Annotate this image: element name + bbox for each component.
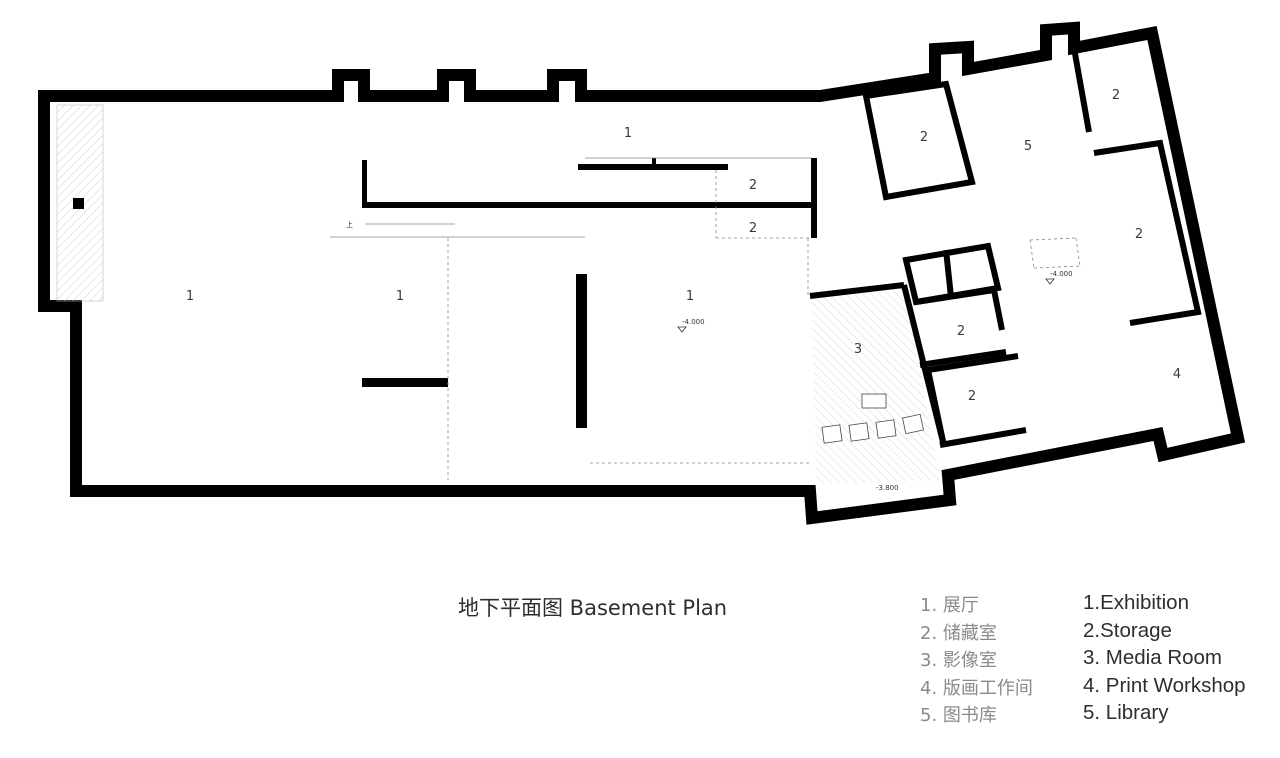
thin-lines (330, 157, 1081, 480)
legend-cn-item: 1. 展厅 (920, 595, 979, 616)
level-library: -4.000 (1050, 270, 1073, 278)
room-label-library: 5 (1024, 139, 1032, 154)
legend-en-item: 1.Exhibition (1083, 591, 1189, 614)
legend-en-item: 3. Media Room (1083, 646, 1223, 669)
legend-english: 1.Exhibition 2.Storage 3. Media Room 4. … (1083, 589, 1246, 727)
room-label-media-room: 3 (854, 342, 862, 357)
room-labels: 1 1 1 1 2 2 2 5 2 2 2 2 3 4 (186, 88, 1181, 404)
legend-cn-item: 3. 影像室 (920, 650, 997, 671)
room-label-storage-c: 2 (920, 130, 928, 145)
level-markers: -4.000 -4.000 -3.800 上 (346, 220, 1073, 492)
legend-chinese: 1. 展厅 2. 储藏室 3. 影像室 4. 版画工作间 5. 图书库 (920, 592, 1033, 730)
room-label-print-workshop: 4 (1173, 367, 1181, 382)
room-label-storage-b: 2 (749, 221, 757, 236)
stair-mark: 上 (346, 220, 353, 229)
room-label-storage-g: 2 (968, 389, 976, 404)
room-label-storage-e: 2 (1135, 227, 1143, 242)
room-label-storage-d: 2 (1112, 88, 1120, 103)
outer-wall (38, 21, 1246, 525)
interior-walls (362, 158, 817, 428)
room-label-exhibition-west: 1 (186, 289, 194, 304)
legend-cn-item: 2. 储藏室 (920, 622, 997, 644)
room-label-exhibition-center: 1 (396, 289, 404, 304)
legend-en-item: 5. Library (1083, 701, 1169, 724)
plan-title: 地下平面图 Basement Plan (458, 596, 728, 620)
room-label-exhibition-east: 1 (686, 289, 694, 304)
room-label-storage-a: 2 (749, 178, 757, 193)
right-rooms (809, 47, 1202, 448)
legend-en-item: 4. Print Workshop (1083, 673, 1246, 697)
level-media-room: -3.800 (876, 484, 899, 492)
room-label-exhibition-north: 1 (624, 126, 632, 141)
legend-cn-item: 4. 版画工作间 (920, 677, 1033, 699)
column (73, 198, 84, 209)
legend-cn-item: 5. 图书库 (920, 705, 997, 726)
level-exhibition: -4.000 (682, 318, 705, 326)
room-label-storage-f: 2 (957, 324, 965, 339)
media-room-floor (812, 285, 940, 484)
legend-en-item: 2.Storage (1083, 618, 1172, 642)
media-room-furniture (821, 393, 924, 444)
